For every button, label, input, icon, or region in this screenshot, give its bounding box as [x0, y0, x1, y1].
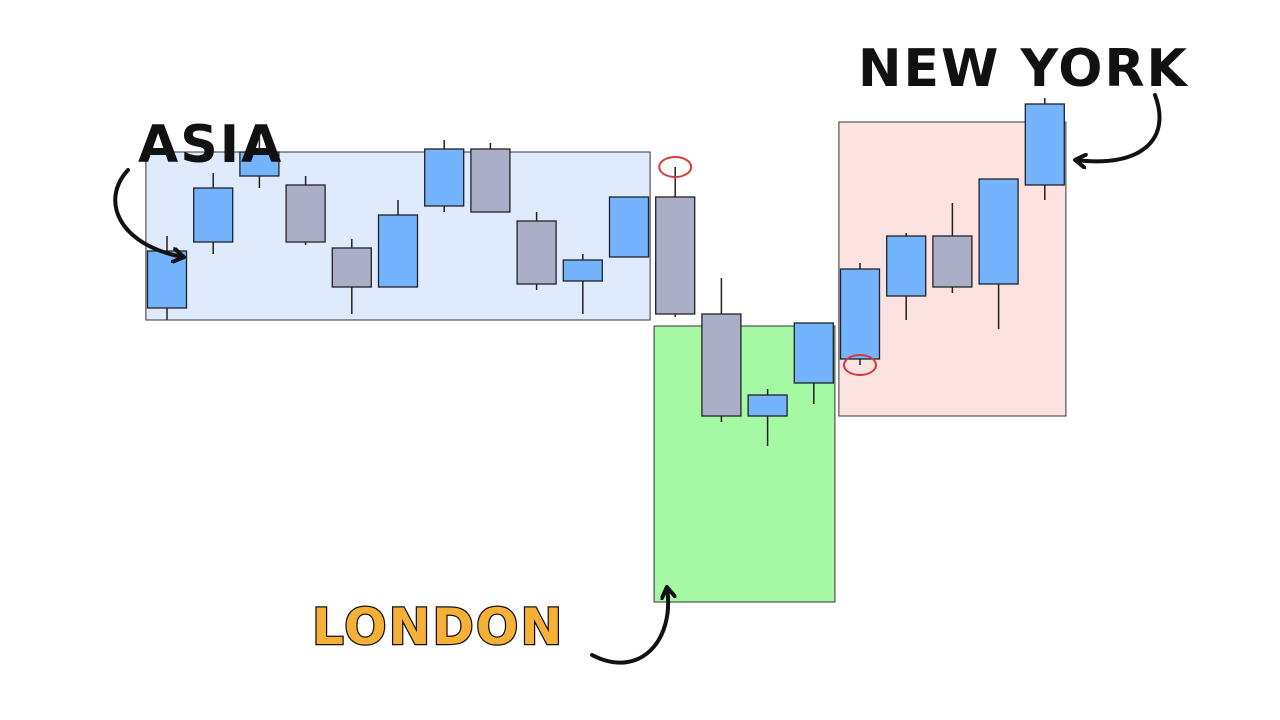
candle — [516, 212, 557, 290]
annotations-layer — [658, 156, 877, 376]
candle-body-bearish — [516, 220, 557, 285]
candle — [239, 125, 280, 188]
candle — [285, 176, 326, 245]
candle-body-bearish — [701, 313, 742, 417]
candle — [1024, 98, 1065, 200]
candle — [655, 167, 696, 317]
candle — [193, 173, 234, 254]
candle — [377, 200, 419, 288]
candle — [886, 233, 927, 320]
candle-body-bearish — [655, 196, 696, 315]
candle — [839, 263, 881, 365]
candle — [978, 178, 1019, 329]
arrow-new-york — [1076, 93, 1162, 161]
arrow-asia — [113, 168, 183, 257]
candle — [747, 389, 788, 446]
candle-body-bullish — [424, 148, 465, 207]
session-label-new-york: NEW YORK — [858, 39, 1189, 99]
candle-body-bearish — [932, 235, 973, 288]
candle-body-bullish — [978, 178, 1019, 285]
low-marker-circle — [843, 354, 877, 376]
candle — [470, 143, 511, 213]
candle-body-bullish — [239, 151, 280, 177]
candle-body-bullish — [608, 196, 650, 258]
sessions-layer — [145, 121, 1067, 603]
candle — [562, 254, 603, 314]
candle — [932, 203, 973, 293]
candle-body-bullish — [747, 394, 788, 417]
candle-body-bullish — [793, 322, 834, 384]
candle — [331, 239, 372, 314]
arrow-london — [590, 588, 668, 665]
high-marker-circle — [658, 156, 693, 178]
session-label-london: LONDON — [312, 598, 564, 656]
candle-body-bullish — [839, 268, 881, 360]
candle-body-bullish — [377, 214, 419, 288]
candle-body-bullish — [562, 259, 603, 282]
candle-body-bullish — [193, 187, 234, 243]
candle-body-bullish — [1024, 103, 1065, 186]
candle-body-bearish — [285, 184, 326, 243]
session-label-asia: ASIA — [138, 115, 283, 175]
candle — [424, 140, 465, 212]
candle — [608, 196, 650, 258]
candle — [701, 278, 742, 422]
candles-layer — [146, 98, 1065, 446]
candle-body-bearish — [331, 247, 372, 288]
candle-body-bearish — [470, 148, 511, 213]
candle — [793, 322, 834, 404]
candle-body-bullish — [146, 250, 188, 309]
candle-body-bullish — [886, 235, 927, 297]
